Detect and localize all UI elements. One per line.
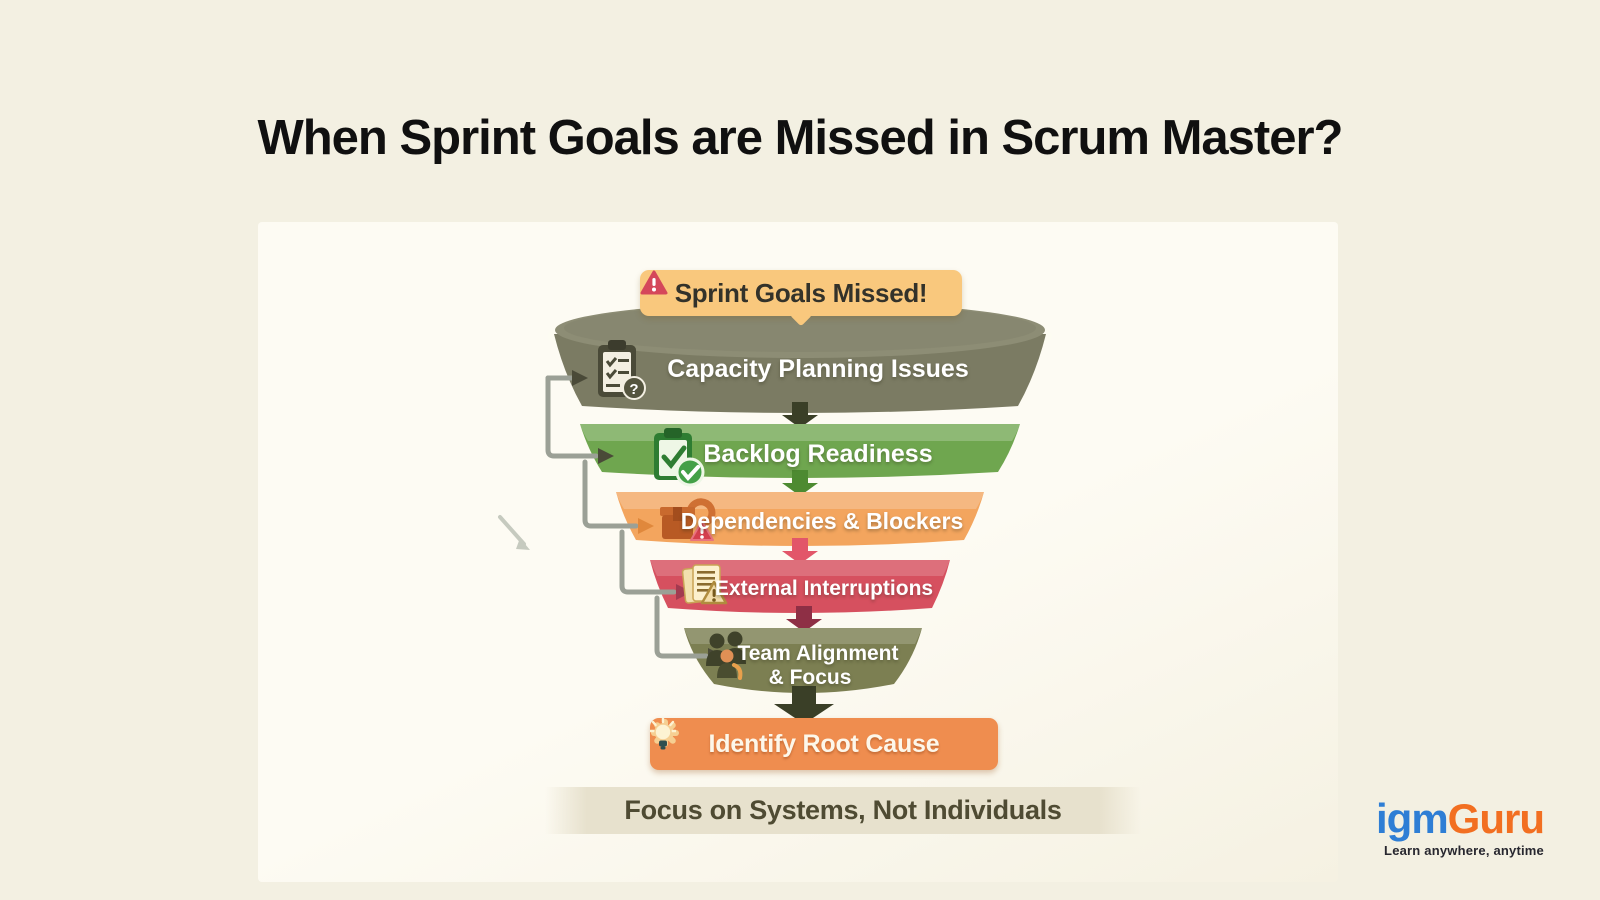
tier-5-label-line1: Team Alignment <box>737 642 898 665</box>
alert-banner: Sprint Goals Missed! <box>640 270 962 327</box>
funnel-mouth-shade <box>564 304 1036 352</box>
funnel-diagram: ? <box>498 302 1052 724</box>
tier-4-sheen <box>650 560 950 576</box>
tier-5-sheen <box>684 628 922 644</box>
connector-arrow-2 <box>598 448 614 464</box>
tier-team-alignment <box>684 628 922 693</box>
logo-part-igm: igm <box>1376 795 1449 842</box>
connector-arrow-3 <box>638 518 654 534</box>
flow-arrow-4 <box>786 606 822 632</box>
igmguru-logo: igmGuru Learn anywhere, anytime <box>1376 795 1545 858</box>
tier-3-sheen <box>616 492 984 509</box>
flow-arrow-1 <box>782 402 818 428</box>
logo-wordmark: igmGuru <box>1376 795 1545 842</box>
connector-arrow-1 <box>572 370 588 386</box>
warning-triangle-icon <box>640 270 668 295</box>
alert-banner-label: Sprint Goals Missed! <box>674 277 928 308</box>
clipboard-check-icon <box>654 428 705 487</box>
connector-arrow-faint <box>516 538 530 550</box>
logo-part-guru: Guru <box>1447 795 1545 842</box>
footer-label: Focus on Systems, Not Individuals <box>624 795 1062 825</box>
clipboard-question-icon: ? <box>598 340 646 400</box>
tier-1-label: Capacity Planning Issues <box>667 355 969 383</box>
root-cause-label: Identify Root Cause <box>708 729 940 758</box>
flow-arrow-3 <box>782 538 818 564</box>
documents-warning-icon <box>681 564 728 605</box>
connector-arrowheads <box>516 370 724 664</box>
package-blocker-icon <box>660 498 716 541</box>
tier-2-sheen <box>580 424 1020 441</box>
svg-text:?: ? <box>629 381 638 398</box>
tier-5-label-line2: & Focus <box>769 666 852 689</box>
flow-arrow-2 <box>782 470 818 496</box>
infographic-card: ? <box>258 222 1338 882</box>
tier-2-label: Backlog Readiness <box>703 440 932 468</box>
tier-3-label: Dependencies & Blockers <box>681 508 964 534</box>
flow-arrow-root <box>774 686 834 724</box>
footer-band: Focus on Systems, Not Individuals <box>545 787 1141 834</box>
lightbulb-icon <box>650 718 676 750</box>
page-title: When Sprint Goals are Missed in Scrum Ma… <box>257 111 1344 165</box>
root-cause-banner: Identify Root Cause <box>650 718 998 770</box>
logo-tagline: Learn anywhere, anytime <box>1384 843 1544 858</box>
tier-4-label: External Interruptions <box>715 577 933 600</box>
team-icon <box>706 631 746 680</box>
connector-lines <box>498 375 709 659</box>
